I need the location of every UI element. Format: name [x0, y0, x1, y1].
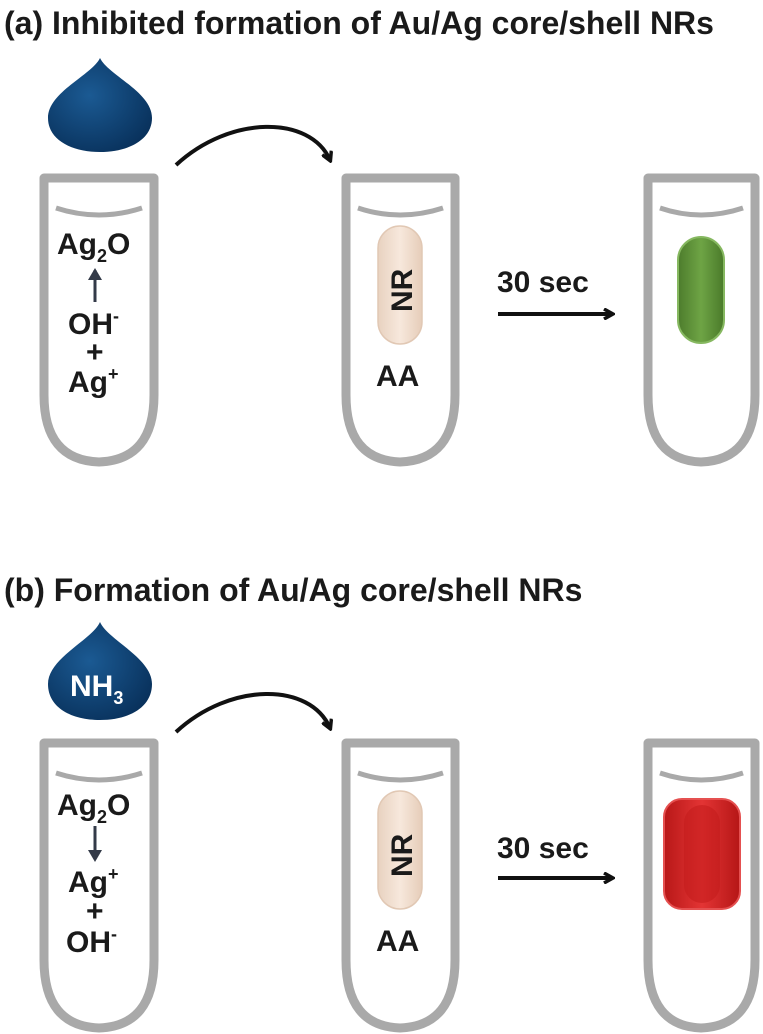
- tube1-plus: +: [86, 336, 104, 369]
- down-arrow-head: [88, 850, 102, 862]
- nanorod-core: [684, 805, 720, 903]
- drop-icon: [48, 58, 152, 152]
- tube-2: NR AA: [341, 738, 460, 1033]
- tube-3: [643, 738, 760, 1033]
- tube-1: Ag2O Ag+ + OH-: [39, 738, 159, 1033]
- panel-a: (a) Inhibited formation of Au/Ag core/sh…: [4, 5, 760, 467]
- time-label: 30 sec: [497, 832, 589, 865]
- tube1-line2: Ag+: [68, 864, 119, 899]
- tube1-line1: Ag2O: [57, 228, 130, 266]
- up-arrow-head: [88, 268, 102, 280]
- nanorod: [377, 225, 423, 345]
- panel-a-title: (a) Inhibited formation of Au/Ag core/sh…: [4, 5, 714, 41]
- drop-icon: [48, 622, 152, 720]
- transfer-arrow: [174, 692, 330, 734]
- tube-1: Ag2O OH- + Ag+: [39, 173, 159, 467]
- nanorod: [377, 790, 423, 910]
- tube-3: [643, 173, 760, 467]
- time-label: 30 sec: [497, 266, 589, 299]
- nanorod-label: NR: [386, 833, 419, 877]
- solution-label: AA: [376, 925, 419, 958]
- panel-b: (b) Formation of Au/Ag core/shell NRs NH…: [4, 572, 760, 1033]
- tube1-line2: OH-: [68, 306, 119, 341]
- tube1-line1: Ag2O: [57, 789, 130, 827]
- nanorod-label: NR: [386, 268, 419, 312]
- tube1-plus: +: [86, 895, 104, 928]
- tube1-line3: OH-: [66, 924, 117, 959]
- transfer-arrow: [174, 124, 330, 167]
- drop-label: NH3: [70, 670, 123, 708]
- solution-label: AA: [376, 360, 419, 393]
- tube1-line3: Ag+: [68, 364, 119, 399]
- tube-2: NR AA: [341, 173, 460, 467]
- panel-b-title: (b) Formation of Au/Ag core/shell NRs: [4, 572, 582, 608]
- nanorod-result-green: [677, 236, 725, 344]
